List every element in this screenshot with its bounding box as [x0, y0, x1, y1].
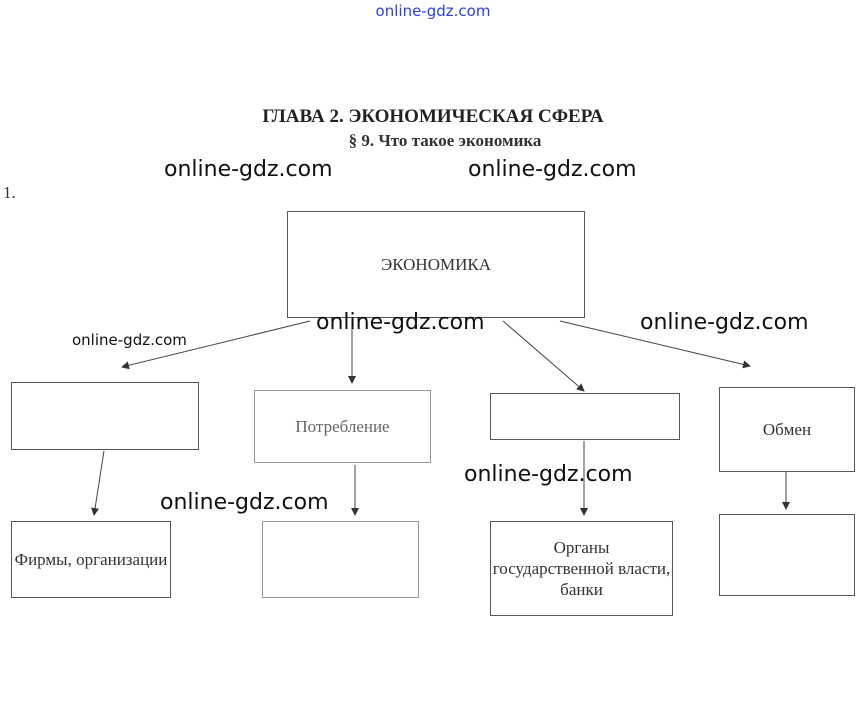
level2-box-empty-4 — [719, 514, 855, 596]
exchange-box: Обмен — [719, 387, 855, 472]
watermark-text: online-gdz.com — [72, 331, 187, 349]
firms-box: Фирмы, организации — [11, 521, 171, 598]
economy-root-box: ЭКОНОМИКА — [287, 211, 585, 318]
arrow-root-to-box1 — [121, 320, 311, 370]
consumption-box: Потребление — [254, 390, 431, 463]
section-title: § 9. Что такое экономика — [348, 131, 542, 150]
arrow-box1-to-firms — [91, 450, 105, 516]
level1-box-empty-3 — [490, 393, 680, 440]
level2-box-empty-2 — [262, 521, 419, 598]
watermark-top: online-gdz.com — [375, 2, 491, 20]
arrow-root-to-box3 — [502, 320, 585, 392]
watermark-text: online-gdz.com — [640, 310, 809, 335]
government-box: Органы государственной власти, банки — [490, 521, 673, 616]
watermark-text: online-gdz.com — [164, 157, 333, 182]
watermark-text: online-gdz.com — [464, 462, 633, 487]
task-number: 1. — [3, 183, 16, 202]
chapter-title: ГЛАВА 2. ЭКОНОМИЧЕСКАЯ СФЕРА — [262, 106, 604, 127]
watermark-text: online-gdz.com — [160, 490, 329, 515]
arrow-root-to-exchange — [559, 320, 751, 369]
watermark-text: online-gdz.com — [468, 157, 637, 182]
watermark-text: online-gdz.com — [316, 310, 485, 335]
level1-box-empty-1 — [11, 382, 199, 450]
